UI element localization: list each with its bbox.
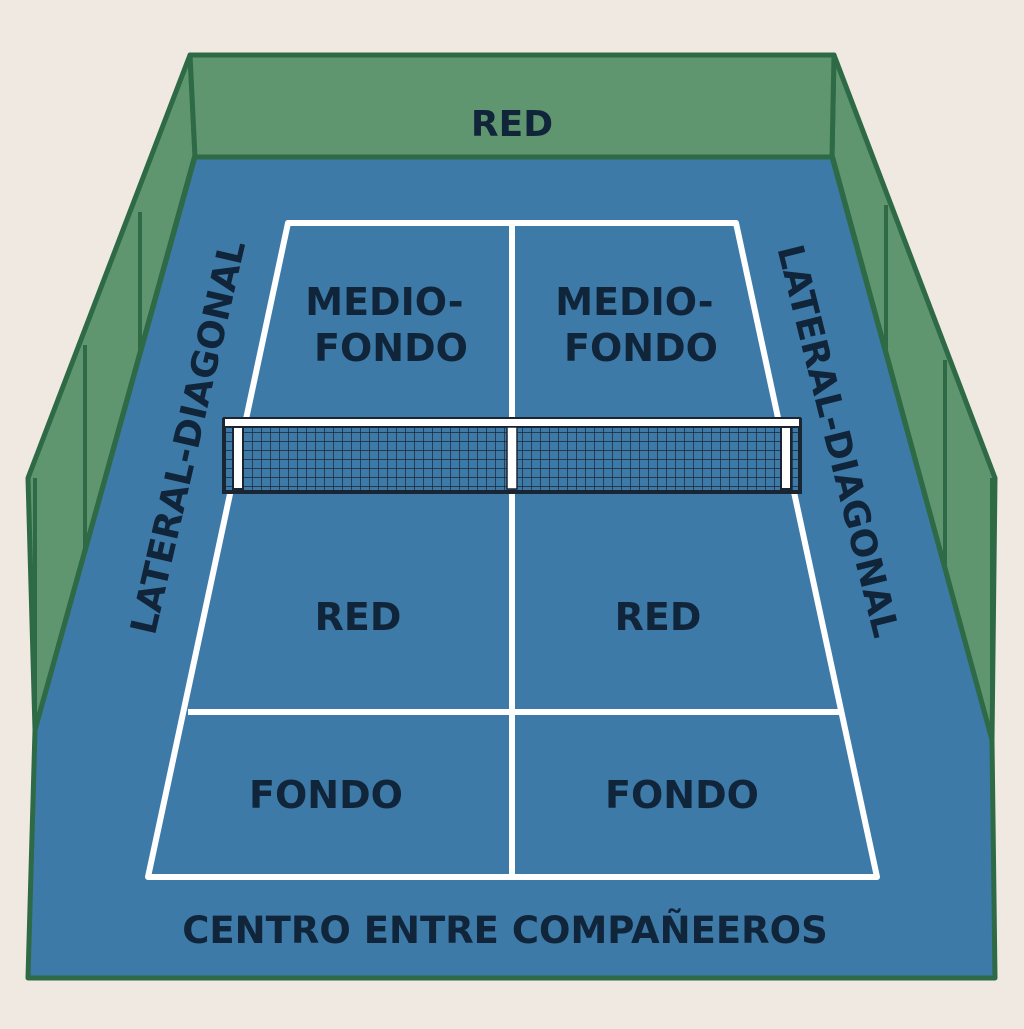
midcourt-right-line-1: MEDIO-	[555, 280, 713, 324]
back-zone-right-label: FONDO	[605, 773, 759, 817]
midcourt-right-label: MEDIO- FONDO	[555, 280, 726, 370]
net	[222, 417, 802, 494]
net-zone-left-label: RED	[315, 595, 402, 639]
court-outline	[145, 220, 880, 880]
court-lines	[145, 220, 880, 880]
midcourt-left-line-1: MEDIO-	[305, 280, 463, 324]
midcourt-left-label: MEDIO- FONDO	[305, 280, 476, 370]
net-top-band	[223, 417, 801, 428]
back-wall-label: RED	[471, 104, 553, 145]
net-left-post	[232, 426, 244, 490]
midcourt-left-line-2: FONDO	[314, 326, 468, 370]
net-center-strap	[506, 426, 518, 490]
midcourt-right-line-2: FONDO	[564, 326, 718, 370]
net-zone-right-label: RED	[615, 595, 702, 639]
net-right-post	[780, 426, 792, 490]
bottom-center-label: CENTRO ENTRE COMPAÑEEROS	[182, 908, 827, 952]
back-zone-left-label: FONDO	[249, 773, 403, 817]
